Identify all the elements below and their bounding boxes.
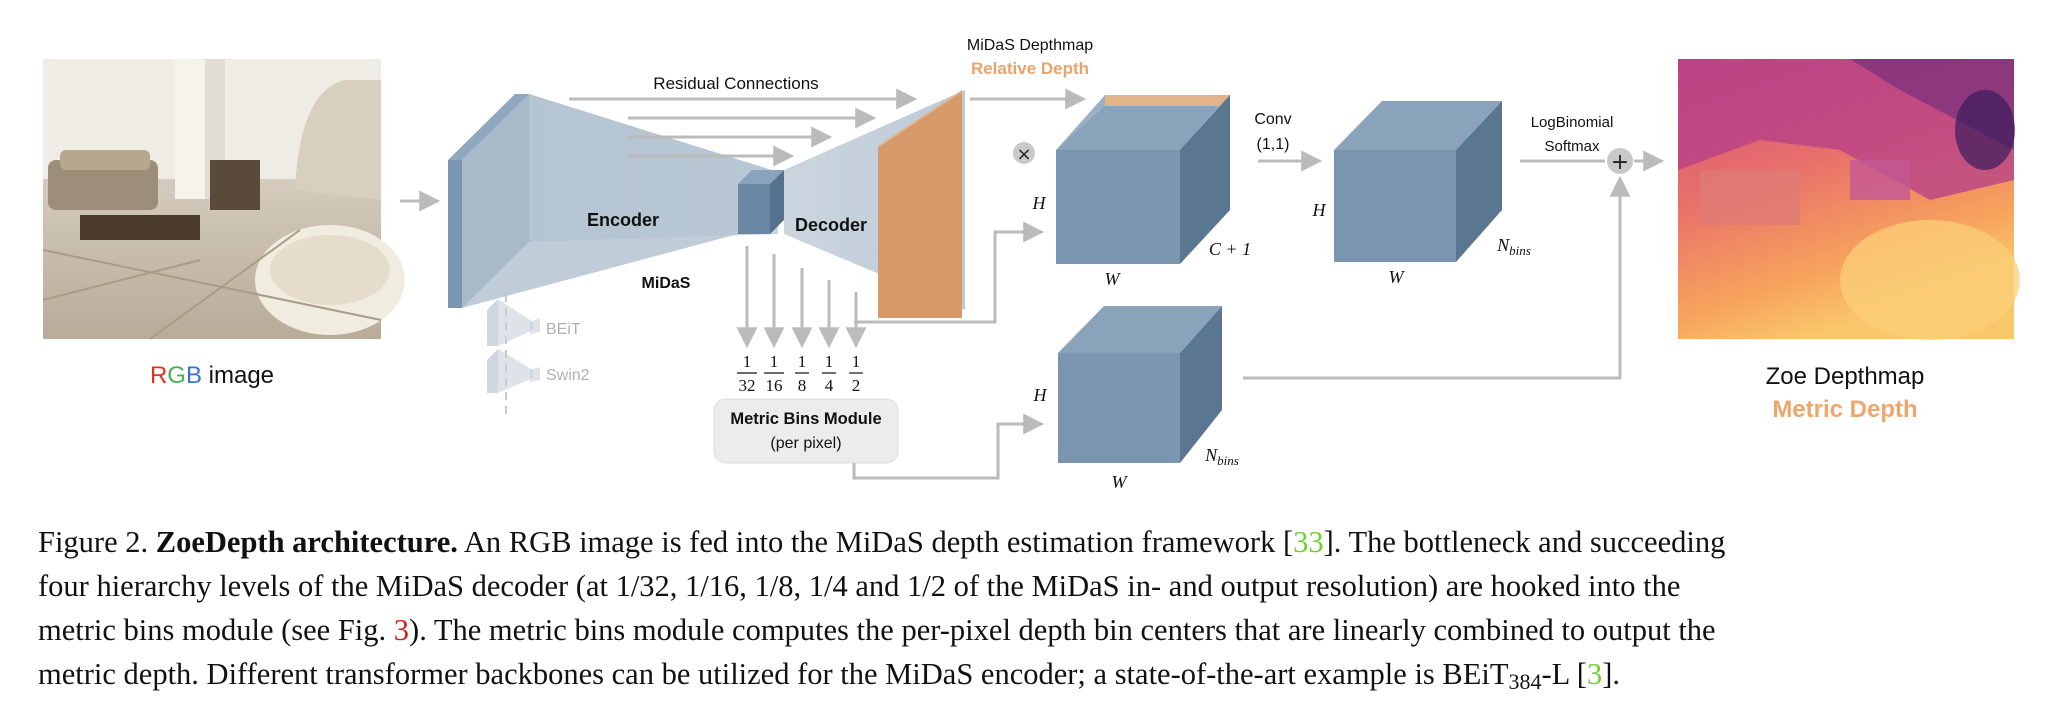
backbone-swin2-label: Swin2	[546, 367, 590, 384]
sum-icon: +	[1607, 148, 1633, 175]
dim-c-plus-1: C + 1	[1209, 239, 1251, 259]
figure-title: ZoeDepth architecture.	[155, 525, 458, 559]
dim-H-2: H	[1312, 200, 1327, 220]
bin-centers-tensor	[1058, 306, 1222, 463]
residual-connections-label: Residual Connections	[653, 74, 818, 93]
caption-text: ]. The bottleneck and succeeding	[1323, 525, 1726, 559]
midas-network	[448, 90, 965, 318]
zoe-depthmap-image	[1678, 59, 2020, 340]
fraction-1-4-num: 1	[825, 352, 834, 371]
caption-line-3: metric bins module (see Fig. 3). The met…	[38, 608, 2018, 652]
dim-nbins-3: Nbins	[1204, 445, 1239, 468]
decoder-output-orange	[878, 90, 962, 318]
decoder-to-tensor-arrow	[854, 221, 1045, 324]
logbinomial-label: LogBinomial	[1531, 114, 1614, 131]
citation-link[interactable]: 33	[1293, 525, 1324, 559]
subscript: 384	[1508, 669, 1542, 694]
encoder-label: Encoder	[587, 210, 659, 230]
zoe-depthmap-label: Zoe Depthmap	[1766, 363, 1925, 390]
bottleneck-block	[738, 184, 770, 234]
fraction-1-4-den: 4	[825, 376, 834, 395]
midas-label: MiDaS	[642, 275, 691, 292]
caption-text: metric depth. Different transformer back…	[38, 657, 1509, 691]
backbone-swin2	[487, 349, 540, 393]
fraction-1-16-num: 1	[770, 352, 779, 371]
dim-nbins-2: Nbins	[1496, 235, 1531, 258]
citation-link[interactable]: 3	[1586, 657, 1603, 691]
backbone-beit-label: BEiT	[546, 321, 581, 338]
dim-H-3: H	[1033, 385, 1048, 405]
midas-depthmap-label: MiDaS Depthmap	[967, 37, 1093, 54]
dim-H-1: H	[1032, 193, 1047, 213]
rgb-image-label: RGB image	[150, 362, 274, 389]
fraction-1-2-den: 2	[852, 376, 861, 395]
fraction-1-8-num: 1	[798, 352, 807, 371]
multiply-icon: ×	[1013, 142, 1035, 165]
metric-depth-label: Metric Depth	[1772, 396, 1917, 423]
bins-to-tensor-arrow	[852, 413, 1045, 480]
backbone-beit	[487, 299, 540, 346]
rgb-input-image	[42, 59, 405, 340]
figure-number: Figure 2.	[38, 525, 156, 559]
bin-logits-tensor	[1334, 101, 1502, 262]
metric-bins-subtitle: (per pixel)	[770, 435, 841, 452]
dim-W-2: W	[1389, 267, 1406, 287]
relative-depth-label: Relative Depth	[971, 59, 1089, 78]
caption-text: ). The metric bins module computes the p…	[409, 613, 1716, 647]
caption-text: An RGB image is fed into the MiDaS depth…	[457, 525, 1294, 559]
fraction-1-2-num: 1	[852, 352, 861, 371]
fraction-1-8-den: 8	[798, 376, 807, 395]
caption-text: -L [	[1541, 657, 1587, 691]
svg-text:×: ×	[1016, 144, 1031, 165]
metric-bins-title: Metric Bins Module	[730, 410, 881, 428]
caption-line-4: metric depth. Different transformer back…	[38, 652, 2018, 704]
hierarchy-arrows	[736, 246, 867, 349]
caption-text: ].	[1602, 657, 1620, 691]
fraction-1-16-den: 16	[766, 376, 783, 395]
softmax-label: Softmax	[1544, 138, 1600, 155]
concat-tensor	[1056, 95, 1230, 264]
conv-kernel-label: (1,1)	[1257, 136, 1290, 153]
decoder-label: Decoder	[795, 215, 867, 235]
caption-line-1: Figure 2. ZoeDepth architecture. An RGB …	[38, 520, 2018, 564]
dim-W-1: W	[1105, 269, 1122, 289]
architecture-diagram: RGB image Encoder Decoder MiDaS Residual…	[42, 37, 2020, 492]
bin-centers-to-sum-arrow	[1243, 175, 1631, 380]
residual-arrows	[569, 88, 918, 167]
caption-text: metric bins module (see Fig.	[38, 613, 394, 647]
metric-bins-module	[713, 398, 899, 464]
svg-text:+: +	[1611, 150, 1629, 175]
caption-line-2: four hierarchy levels of the MiDaS decod…	[38, 569, 1681, 603]
conv-label: Conv	[1254, 111, 1291, 128]
dim-W-3: W	[1112, 472, 1129, 492]
fraction-1-32-num: 1	[743, 352, 752, 371]
fraction-1-32-den: 32	[739, 376, 756, 395]
figure-reference-link[interactable]: 3	[393, 613, 410, 647]
resolution-fractions: 1 32 1 16 1 8 1 4 1 2	[737, 352, 863, 395]
figure-caption: Figure 2. ZoeDepth architecture. An RGB …	[38, 520, 2018, 704]
